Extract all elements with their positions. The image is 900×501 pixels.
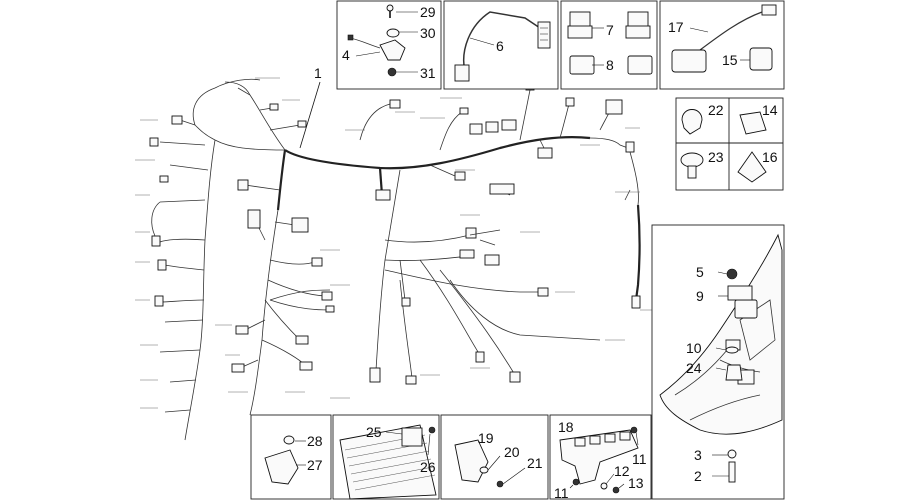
svg-text:8: 8	[606, 57, 614, 73]
leader-labels	[135, 77, 660, 409]
svg-text:17: 17	[668, 19, 684, 35]
svg-text:1: 1	[314, 65, 322, 81]
box-clips: 22 14 23 16	[675, 97, 784, 191]
svg-text:9: 9	[696, 288, 704, 304]
svg-text:14: 14	[762, 102, 778, 118]
svg-text:2: 2	[694, 468, 702, 484]
svg-text:28: 28	[307, 433, 323, 449]
box-frame-mount: 5 9 10 24 3 2	[651, 224, 785, 500]
svg-text:16: 16	[762, 149, 778, 165]
svg-text:10: 10	[686, 340, 702, 356]
svg-text:7: 7	[606, 22, 614, 38]
svg-text:4: 4	[342, 47, 350, 63]
svg-text:15: 15	[722, 52, 738, 68]
box-bracket-18: 18 11 12 13 11	[549, 414, 652, 501]
svg-text:27: 27	[307, 457, 323, 473]
svg-text:11: 11	[632, 451, 647, 467]
svg-text:12: 12	[614, 463, 630, 479]
svg-text:6: 6	[496, 38, 504, 54]
box-relays: 7 8	[560, 0, 658, 90]
svg-text:20: 20	[504, 444, 520, 460]
svg-text:5: 5	[696, 264, 704, 280]
svg-text:29: 29	[420, 4, 436, 20]
main-wiring-harness	[149, 78, 641, 441]
box-sub-harness-6: 6	[443, 0, 559, 90]
svg-text:26: 26	[420, 459, 436, 475]
box-sensor-27: 28 27	[250, 414, 332, 500]
box-switch-parts: 29 30 4 31	[336, 0, 442, 90]
svg-text:18: 18	[558, 419, 574, 435]
svg-text:3: 3	[694, 447, 702, 463]
svg-text:22: 22	[708, 102, 724, 118]
svg-text:19: 19	[478, 430, 494, 446]
svg-text:13: 13	[628, 475, 644, 491]
box-cable-17: 17 15	[659, 0, 785, 90]
svg-text:23: 23	[708, 149, 724, 165]
box-sensor-19: 19 20 21	[440, 414, 549, 500]
box-regulator-25: 25 26	[332, 414, 440, 500]
callout-1: 1	[299, 65, 322, 149]
svg-text:24: 24	[686, 360, 702, 376]
svg-text:11: 11	[554, 485, 569, 501]
svg-text:31: 31	[420, 65, 436, 81]
svg-text:30: 30	[420, 25, 436, 41]
svg-text:25: 25	[366, 424, 382, 440]
svg-text:21: 21	[527, 455, 543, 471]
